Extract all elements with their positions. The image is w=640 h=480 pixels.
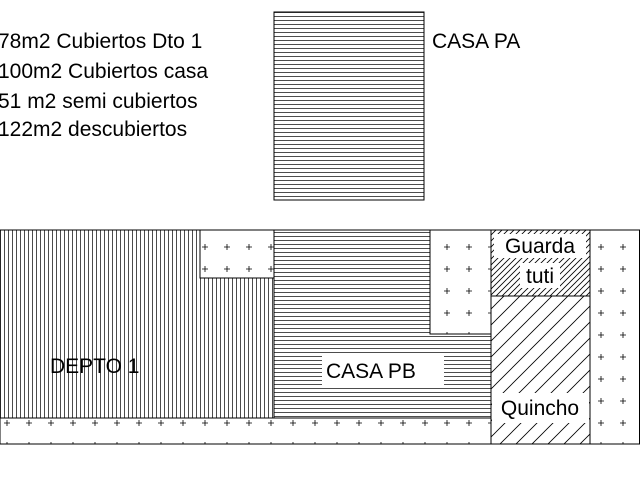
summary-line-2: 100m2 Cubiertos casa bbox=[0, 60, 208, 83]
summary-line-3: 51 m2 semi cubiertos bbox=[0, 90, 198, 113]
casa-pa-label: CASA PA bbox=[432, 30, 520, 53]
quincho-label-bg bbox=[492, 393, 589, 423]
guardatuti-label-1: Guarda bbox=[505, 235, 575, 258]
guardatuti-label-2: tuti bbox=[526, 265, 554, 288]
summary-line-1: 78m2 Cubiertos Dto 1 bbox=[0, 30, 202, 53]
casa-pa-area bbox=[273, 11, 425, 201]
depto-1-label: DEPTO 1 bbox=[50, 355, 139, 378]
casa-pb-label-bg bbox=[322, 353, 444, 385]
guardatuti-label-bg-2 bbox=[520, 263, 560, 288]
quincho-label: Quincho bbox=[501, 397, 579, 420]
guardatuti-label-bg-1 bbox=[494, 234, 586, 258]
casa-pb-label: CASA PB bbox=[326, 360, 416, 383]
summary-line-4: 122m2 descubiertos bbox=[0, 118, 187, 141]
